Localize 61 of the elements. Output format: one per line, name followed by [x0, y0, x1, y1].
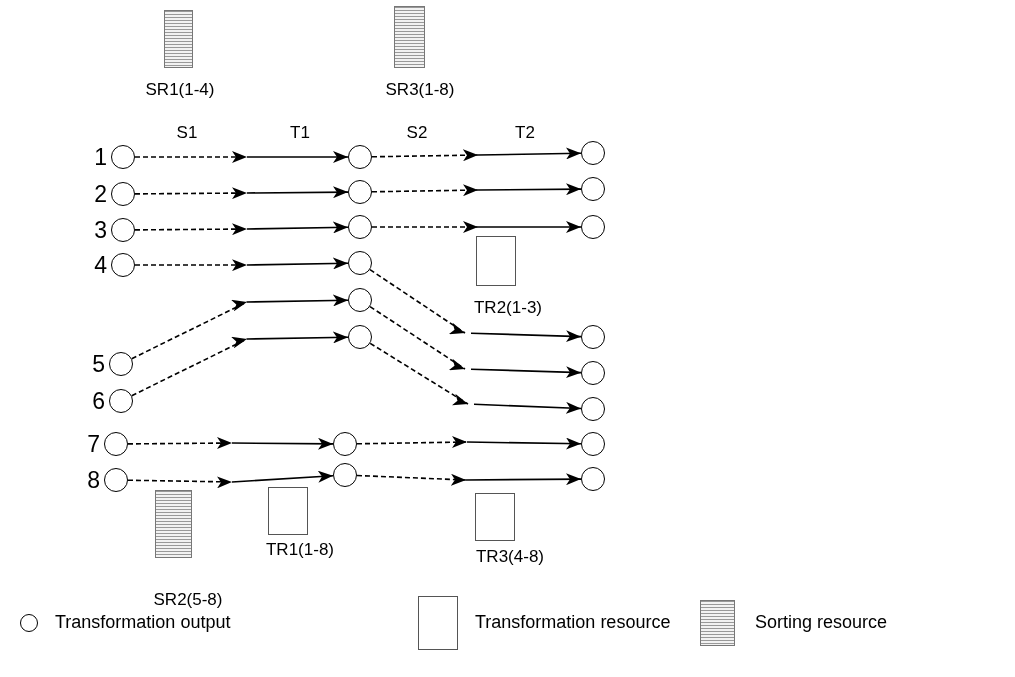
- arrow: [369, 305, 582, 378]
- row-number: 6: [91, 388, 105, 414]
- output-circle: [581, 397, 605, 421]
- arrow: [134, 221, 349, 235]
- output-circle: [333, 432, 357, 456]
- arrow: [127, 437, 334, 450]
- output-circle: [111, 218, 135, 242]
- output-circle: [581, 141, 605, 165]
- arrow: [134, 257, 349, 271]
- output-circle: [581, 432, 605, 456]
- stage-label: S1: [175, 123, 199, 143]
- output-circle: [111, 253, 135, 277]
- arrow: [134, 186, 349, 199]
- stage-label: T1: [289, 123, 311, 143]
- row-number: 1: [93, 144, 107, 170]
- arrow: [356, 436, 582, 450]
- arrow: [130, 331, 349, 397]
- resource-label: TR2(1-3): [473, 298, 543, 318]
- output-circle: [348, 180, 372, 204]
- row-number: 7: [86, 431, 100, 457]
- legend-label: Transformation resource: [475, 611, 671, 633]
- resource-label: SR2(5-8): [152, 590, 224, 610]
- resource-label: SR1(1-4): [144, 80, 216, 100]
- output-circle: [581, 467, 605, 491]
- output-circle: [111, 145, 135, 169]
- arrow: [369, 342, 582, 414]
- output-circle: [111, 182, 135, 206]
- output-circle: [581, 361, 605, 385]
- output-circle: [348, 215, 372, 239]
- output-circle: [348, 325, 372, 349]
- arrow: [356, 473, 582, 486]
- arrow: [369, 268, 582, 342]
- output-circle: [581, 325, 605, 349]
- legend-label: Transformation output: [55, 611, 231, 633]
- resource-label: TR3(4-8): [475, 547, 545, 567]
- output-circle: [109, 389, 133, 413]
- output-circle: [348, 145, 372, 169]
- arrow: [371, 183, 582, 196]
- output-circle: [581, 215, 605, 239]
- row-number: 2: [93, 181, 107, 207]
- arrow: [371, 221, 582, 233]
- row-number: 5: [91, 351, 105, 377]
- row-number: 4: [93, 252, 107, 278]
- output-circle: [104, 468, 128, 492]
- output-circle: [348, 251, 372, 275]
- stage-label: S2: [405, 123, 429, 143]
- resource-label: TR1(1-8): [265, 540, 335, 560]
- output-circle: [581, 177, 605, 201]
- row-number: 3: [93, 217, 107, 243]
- output-circle: [333, 463, 357, 487]
- output-circle: [104, 432, 128, 456]
- arrow: [134, 151, 349, 163]
- arrow: [130, 294, 349, 360]
- row-number: 8: [86, 467, 100, 493]
- legend-label: Sorting resource: [755, 611, 888, 633]
- output-circle: [348, 288, 372, 312]
- stage-label: T2: [514, 123, 536, 143]
- arrow: [371, 147, 582, 161]
- output-circle: [109, 352, 133, 376]
- arrow: [127, 471, 334, 488]
- resource-label: SR3(1-8): [384, 80, 456, 100]
